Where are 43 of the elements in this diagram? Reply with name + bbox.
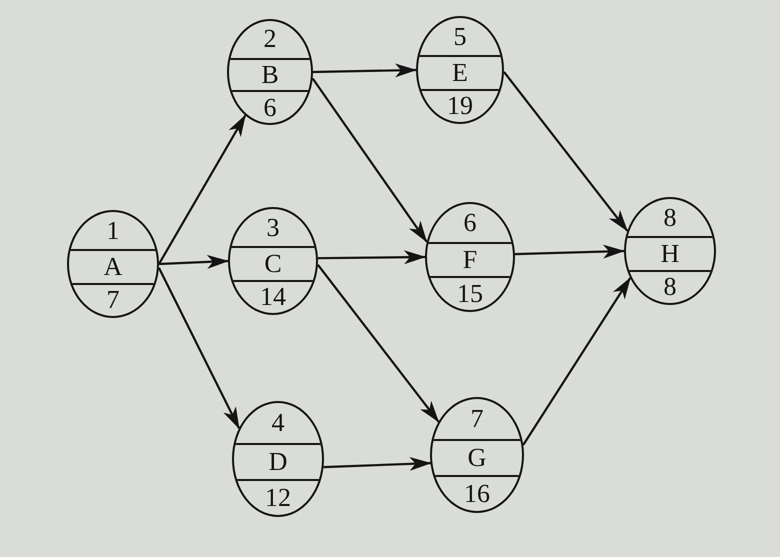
arrow xyxy=(158,254,229,269)
activity-label: E xyxy=(452,60,468,86)
duration-label: 19 xyxy=(447,93,473,120)
duration-label: 8 xyxy=(664,274,676,300)
arrow xyxy=(503,71,628,232)
duration-label: 14 xyxy=(260,284,286,310)
duration-label: 7 xyxy=(106,287,120,314)
arrow xyxy=(522,277,632,446)
activity-label: B xyxy=(261,62,279,88)
activity-ellipse xyxy=(416,16,504,124)
activity-ellipse xyxy=(425,202,515,312)
arrow xyxy=(312,78,428,243)
activity-label: G xyxy=(468,445,486,472)
activity-label: C xyxy=(264,251,282,278)
activity-ellipse xyxy=(67,210,159,318)
activity-ellipse xyxy=(232,401,324,517)
arrow xyxy=(318,250,426,264)
activity-label: A xyxy=(104,254,122,280)
arrow xyxy=(514,244,625,259)
duration-label: 12 xyxy=(265,485,291,512)
event-number: 3 xyxy=(266,214,280,241)
event-number: 5 xyxy=(454,24,466,50)
event-number: 8 xyxy=(664,204,676,231)
arrow xyxy=(317,264,440,422)
event-number: 4 xyxy=(272,410,284,436)
arrow xyxy=(324,456,432,471)
event-number: 2 xyxy=(264,26,276,52)
activity-label: H xyxy=(660,241,680,268)
activity-label: F xyxy=(462,247,478,274)
activity-ellipse xyxy=(624,197,716,305)
activity-ellipse xyxy=(228,207,318,315)
arrow xyxy=(158,267,240,430)
event-number: 7 xyxy=(470,406,484,432)
activity-ellipse xyxy=(227,19,313,125)
activity-ellipse xyxy=(430,397,524,513)
duration-label: 16 xyxy=(464,481,490,508)
arrow xyxy=(158,114,246,265)
duration-label: 15 xyxy=(457,281,483,308)
arrow xyxy=(312,63,417,78)
event-number: 1 xyxy=(106,218,120,244)
event-number: 6 xyxy=(464,210,476,236)
duration-label: 6 xyxy=(264,94,276,121)
activity-label: D xyxy=(268,449,288,476)
